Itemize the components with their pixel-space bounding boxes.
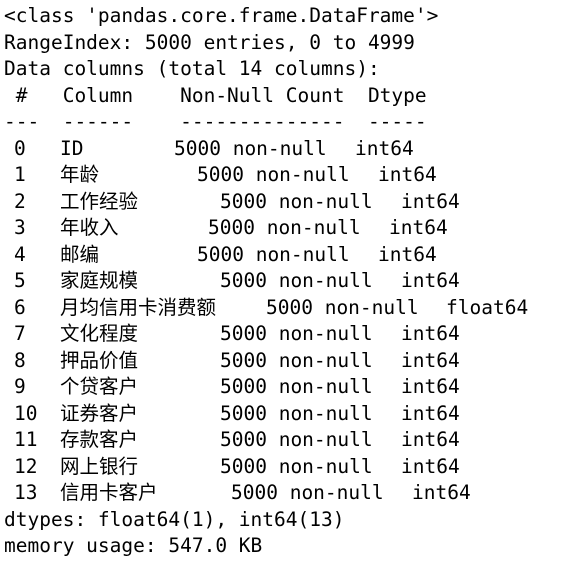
row-column-name: 工作经验: [60, 189, 139, 213]
row-non-null-count: 5000 non-null: [220, 375, 373, 398]
row-non-null-count: 5000 non-null: [220, 269, 373, 292]
row-column-name: 个贷客户: [60, 375, 139, 398]
row-column-name: 家庭规模: [60, 269, 139, 292]
row-dtype: int64: [389, 216, 448, 239]
row-non-null-count: 5000 non-null: [220, 454, 373, 478]
row-column-name: 月均信用卡消费额: [60, 295, 217, 319]
table-row: 1 年龄 5000 non-null int64: [4, 162, 583, 189]
row-dtype: float64: [446, 295, 529, 319]
row-index: 11: [14, 428, 38, 451]
dtypes-summary-line: dtypes: float64(1), int64(13): [4, 507, 345, 531]
column-header-line: # Column Non-Null Count Dtype: [4, 83, 427, 107]
table-row: 5 家庭规模 5000 non-null int64: [4, 268, 583, 295]
table-row: 0 ID 5000 non-null int64: [4, 136, 583, 163]
row-dtype: int64: [401, 189, 460, 213]
row-column-name: 押品价值: [60, 348, 139, 372]
row-non-null-count: 5000 non-null: [197, 163, 350, 186]
table-row: 6 月均信用卡消费额 5000 non-null float64: [4, 295, 583, 322]
table-row: 2 工作经验 5000 non-null int64: [4, 189, 583, 216]
row-index: 1: [14, 163, 26, 186]
row-index: 13: [14, 481, 38, 504]
row-index: 5: [14, 269, 26, 292]
table-row: 4 邮编 5000 non-null int64: [4, 242, 583, 269]
row-non-null-count: 5000 non-null: [220, 189, 373, 213]
row-index: 4: [14, 242, 26, 266]
table-row: 10 证券客户 5000 non-null int64: [4, 401, 583, 428]
row-index: 2: [14, 189, 26, 213]
row-index: 10: [14, 401, 38, 425]
table-row: 11 存款客户 5000 non-null int64: [4, 427, 583, 454]
row-index: 12: [14, 454, 38, 478]
row-dtype: int64: [401, 348, 460, 372]
row-column-name: 邮编: [60, 242, 100, 266]
row-index: 8: [14, 348, 26, 372]
row-dtype: int64: [401, 322, 460, 345]
row-dtype: int64: [401, 401, 460, 425]
row-dtype: int64: [401, 454, 460, 478]
table-row: 7 文化程度 5000 non-null int64: [4, 321, 583, 348]
row-non-null-count: 5000 non-null: [231, 481, 384, 504]
table-row: 3 年收入 5000 non-null int64: [4, 215, 583, 242]
row-dtype: int64: [401, 269, 460, 292]
row-index: 3: [14, 216, 26, 239]
row-column-name: 网上银行: [60, 454, 139, 478]
class-line: <class 'pandas.core.frame.DataFrame'>: [4, 4, 439, 27]
row-non-null-count: 5000 non-null: [266, 295, 419, 319]
row-column-name: 信用卡客户: [60, 481, 158, 504]
row-column-name: 文化程度: [60, 322, 139, 345]
row-dtype: int64: [378, 163, 437, 186]
row-index: 0: [14, 136, 26, 160]
row-index: 6: [14, 295, 26, 319]
data-columns-line: Data columns (total 14 columns):: [4, 57, 380, 80]
row-non-null-count: 5000 non-null: [220, 322, 373, 345]
memory-usage-line: memory usage: 547.0 KB: [4, 534, 263, 557]
table-row: 13 信用卡客户 5000 non-null int64: [4, 480, 583, 507]
row-column-name: ID: [60, 136, 84, 160]
row-non-null-count: 5000 non-null: [220, 428, 373, 451]
range-index-line: RangeIndex: 5000 entries, 0 to 4999: [4, 30, 415, 54]
row-dtype: int64: [412, 481, 471, 504]
row-dtype: int64: [401, 428, 460, 451]
table-row: 12 网上银行 5000 non-null int64: [4, 454, 583, 481]
table-row: 9 个贷客户 5000 non-null int64: [4, 374, 583, 401]
row-dtype: int64: [378, 242, 437, 266]
row-column-name: 存款客户: [60, 428, 139, 451]
row-dtype: int64: [401, 375, 460, 398]
row-non-null-count: 5000 non-null: [174, 136, 327, 160]
row-non-null-count: 5000 non-null: [220, 401, 373, 425]
table-row: 8 押品价值 5000 non-null int64: [4, 348, 583, 375]
row-column-name: 年龄: [60, 163, 100, 186]
row-non-null-count: 5000 non-null: [220, 348, 373, 372]
separator-line: --- ------ -------------- -----: [4, 110, 427, 133]
row-non-null-count: 5000 non-null: [197, 242, 350, 266]
row-index: 9: [14, 375, 26, 398]
row-dtype: int64: [355, 136, 414, 160]
row-non-null-count: 5000 non-null: [208, 216, 361, 239]
row-index: 7: [14, 322, 26, 345]
row-column-name: 年收入: [60, 216, 119, 239]
row-column-name: 证券客户: [60, 401, 139, 425]
